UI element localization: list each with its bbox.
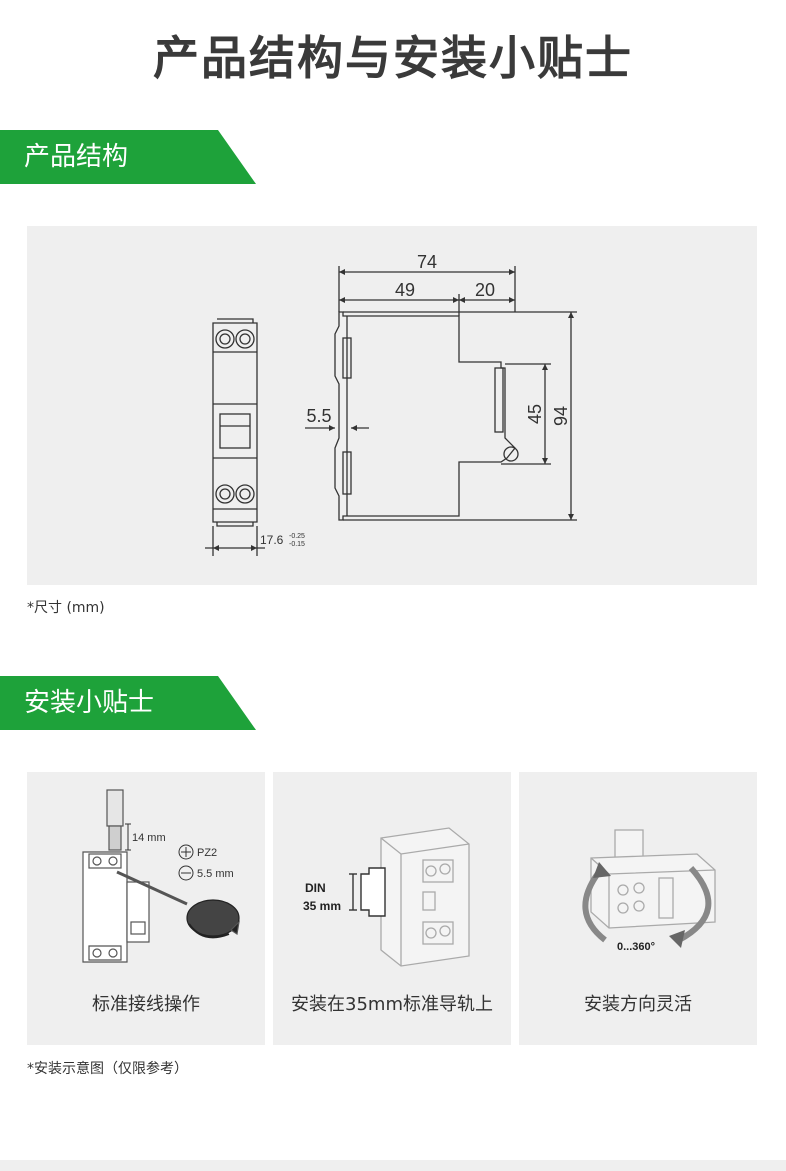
dimension-drawing: 74 49 20 5.5 45 94 17.6 -0.25 -0.15 (205, 252, 577, 556)
tip-caption-orientation: 安装方向灵活 (584, 994, 692, 1015)
front-screw-bottom-right (235, 484, 255, 504)
breaker-body-icon (82, 851, 128, 963)
strip-length-label: 14 mm (132, 832, 166, 844)
pz2-label: PZ2 (197, 847, 217, 859)
dim-total-depth: 74 (417, 252, 437, 272)
dim-width: 17.6 (260, 533, 284, 547)
dim-front-height: 45 (525, 404, 545, 424)
front-screw-top-right (235, 329, 255, 349)
dim-total-height: 94 (551, 406, 571, 426)
front-screw-top-left (215, 329, 235, 349)
dimension-drawing-panel: 74 49 20 5.5 45 94 17.6 -0.25 -0.15 (27, 226, 757, 585)
din-rail-icon (360, 867, 386, 917)
rotation-arrow-left-icon (582, 870, 607, 943)
dim-body-depth: 49 (395, 280, 415, 300)
section-heading-structure: 产品结构 (0, 130, 256, 184)
front-screw-bottom-left (215, 484, 235, 504)
flat-size-label: 5.5 mm (197, 868, 234, 880)
dim-front-depth: 20 (475, 280, 495, 300)
screwdriver-handle-icon (186, 899, 240, 937)
pz2-icon (178, 844, 194, 860)
dim-width-tol-minus: -0.15 (289, 541, 305, 548)
din-label: DIN (305, 881, 326, 895)
din-rail-illustration: DIN 35 mm (303, 827, 470, 967)
front-view-outline (212, 322, 258, 523)
bottom-divider (0, 1160, 786, 1171)
din-rail-icon (614, 829, 644, 861)
wire-icon (106, 789, 124, 827)
tip-card-orientation: 0...360° 安装方向灵活 (519, 772, 757, 1045)
rail-size-label: 35 mm (303, 899, 341, 913)
side-view-outline (334, 311, 516, 521)
rotation-arrow-right-icon (677, 865, 712, 943)
illustration-note: *安装示意图（仅限参考） (27, 1061, 188, 1077)
section-heading-tips: 安装小贴士 (0, 676, 256, 730)
tip-caption-din-rail: 安装在35mm标准导轨上 (291, 994, 493, 1015)
side-view-latch (503, 446, 519, 462)
orientation-illustration: 0...360° (582, 829, 716, 953)
tip-caption-wiring: 标准接线操作 (92, 994, 200, 1015)
rotation-label: 0...360° (617, 941, 655, 953)
front-toggle (219, 413, 251, 449)
flat-screwdriver-icon (178, 865, 194, 881)
dimension-unit-note: *尺寸 (mm) (27, 600, 105, 616)
tip-card-din-rail: DIN 35 mm 安装在35mm标准导轨上 (273, 772, 511, 1045)
tip-card-wiring: 14 mm PZ2 5.5 mm 标准接线操作 (27, 772, 265, 1045)
dim-width-tol-plus: -0.25 (289, 533, 305, 540)
wiring-illustration: 14 mm PZ2 5.5 mm (82, 789, 240, 963)
dim-rail-slot: 5.5 (306, 406, 331, 426)
page-title: 产品结构与安装小贴士 (153, 31, 633, 85)
